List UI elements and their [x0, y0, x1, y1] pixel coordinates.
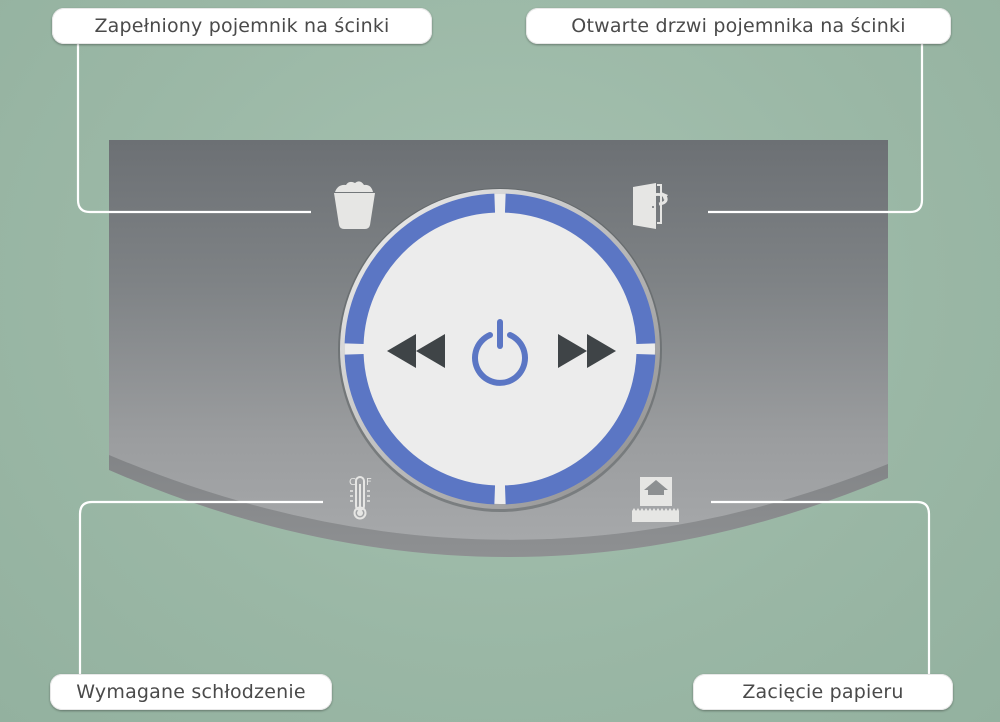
callout-label: Otwarte drzwi pojemnika na ścinki [571, 15, 906, 37]
callout-waste-bin-full: Zapełniony pojemnik na ścinki [52, 8, 432, 44]
leader-line-bottom-left [78, 500, 323, 674]
callout-cooling-required: Wymagane schłodzenie [50, 674, 332, 710]
thermometer-icon: C F [349, 476, 372, 520]
celsius-label: C [349, 477, 356, 488]
ring-segment-bottom-left [344, 353, 496, 505]
fahrenheit-label: F [366, 477, 372, 488]
leader-line-top-left [76, 44, 311, 214]
open-door-icon [633, 183, 668, 229]
ring-segment-top-left [344, 193, 496, 345]
callout-paper-jam: Zacięcie papieru [693, 674, 953, 710]
rewind-icon[interactable] [387, 334, 445, 368]
paper-jam-icon [632, 477, 679, 522]
fast-forward-icon[interactable] [558, 334, 616, 368]
callout-bin-door-open: Otwarte drzwi pojemnika na ścinki [526, 8, 951, 44]
leader-line-top-right [708, 44, 924, 214]
callout-label: Zapełniony pojemnik na ścinki [94, 15, 390, 37]
leader-line-bottom-right [711, 500, 931, 674]
power-icon[interactable] [472, 319, 528, 386]
waste-bin-full-icon [334, 181, 375, 229]
leader-lines [76, 44, 931, 674]
ring-segment-top-right [504, 193, 656, 345]
callout-label: Wymagane schłodzenie [76, 681, 306, 703]
ring-segment-bottom-right [504, 353, 656, 505]
callout-label: Zacięcie papieru [742, 681, 904, 703]
